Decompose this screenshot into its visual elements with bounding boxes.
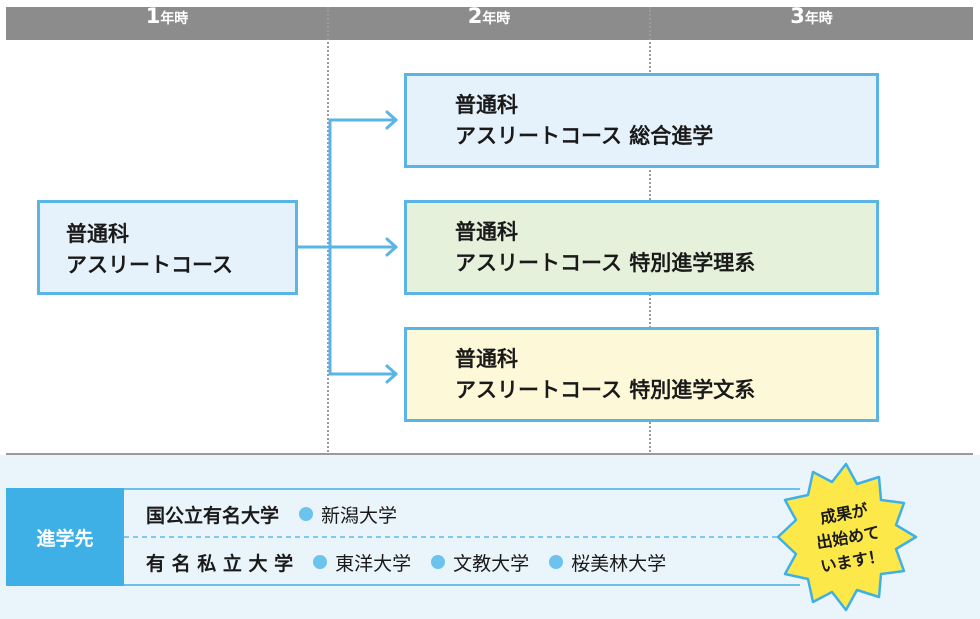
track-box-general: 普通科 アスリートコース 総合進学: [404, 73, 879, 168]
year-1-label: 1年時: [145, 4, 189, 28]
track-1-name: アスリートコース 総合進学: [455, 124, 714, 148]
start-course-box: 普通科 アスリートコース: [37, 200, 298, 295]
university-item: 桜美林大学: [549, 549, 666, 576]
bullet-icon: [549, 555, 564, 569]
bullet-icon: [299, 507, 314, 521]
bullet-icon: [431, 555, 446, 569]
starburst-icon: [776, 462, 918, 612]
destinations-label: 進学先: [6, 488, 124, 586]
arrowhead-track-3: [385, 364, 398, 384]
track-1-dept: 普通科: [455, 93, 518, 117]
track-box-science: 普通科 アスリートコース 特別進学理系: [404, 200, 879, 295]
start-course-dept: 普通科: [66, 222, 129, 246]
track-3-dept: 普通科: [455, 347, 518, 371]
year-2-label: 2年時: [467, 4, 511, 28]
destination-category-national: 国公立有名大学: [146, 504, 280, 527]
university-item: 文教大学: [431, 549, 529, 576]
start-course-name: アスリートコース: [66, 253, 233, 277]
year-3-label: 3年時: [790, 4, 833, 28]
track-3-name: アスリートコース 特別進学文系: [455, 378, 756, 402]
destination-row-private: 有 名 私 立 大 学 東洋大学 文教大学 桜美林大学: [124, 543, 804, 581]
year-divider-1-2: [327, 7, 329, 455]
timeline-bottom-rule: [6, 453, 973, 455]
destination-row-national: 国公立有名大学 新潟大学: [124, 495, 804, 533]
arrowhead-track-2: [385, 237, 398, 257]
arrowhead-track-1: [385, 110, 398, 130]
track-2-dept: 普通科: [455, 220, 518, 244]
year-header-bar: [6, 7, 973, 40]
bullet-icon: [313, 555, 328, 569]
university-item: 東洋大学: [313, 549, 411, 576]
destination-category-private: 有 名 私 立 大 学: [146, 552, 294, 575]
track-box-humanities: 普通科 アスリートコース 特別進学文系: [404, 327, 879, 422]
track-2-name: アスリートコース 特別進学理系: [455, 251, 756, 275]
university-item: 新潟大学: [299, 501, 397, 528]
